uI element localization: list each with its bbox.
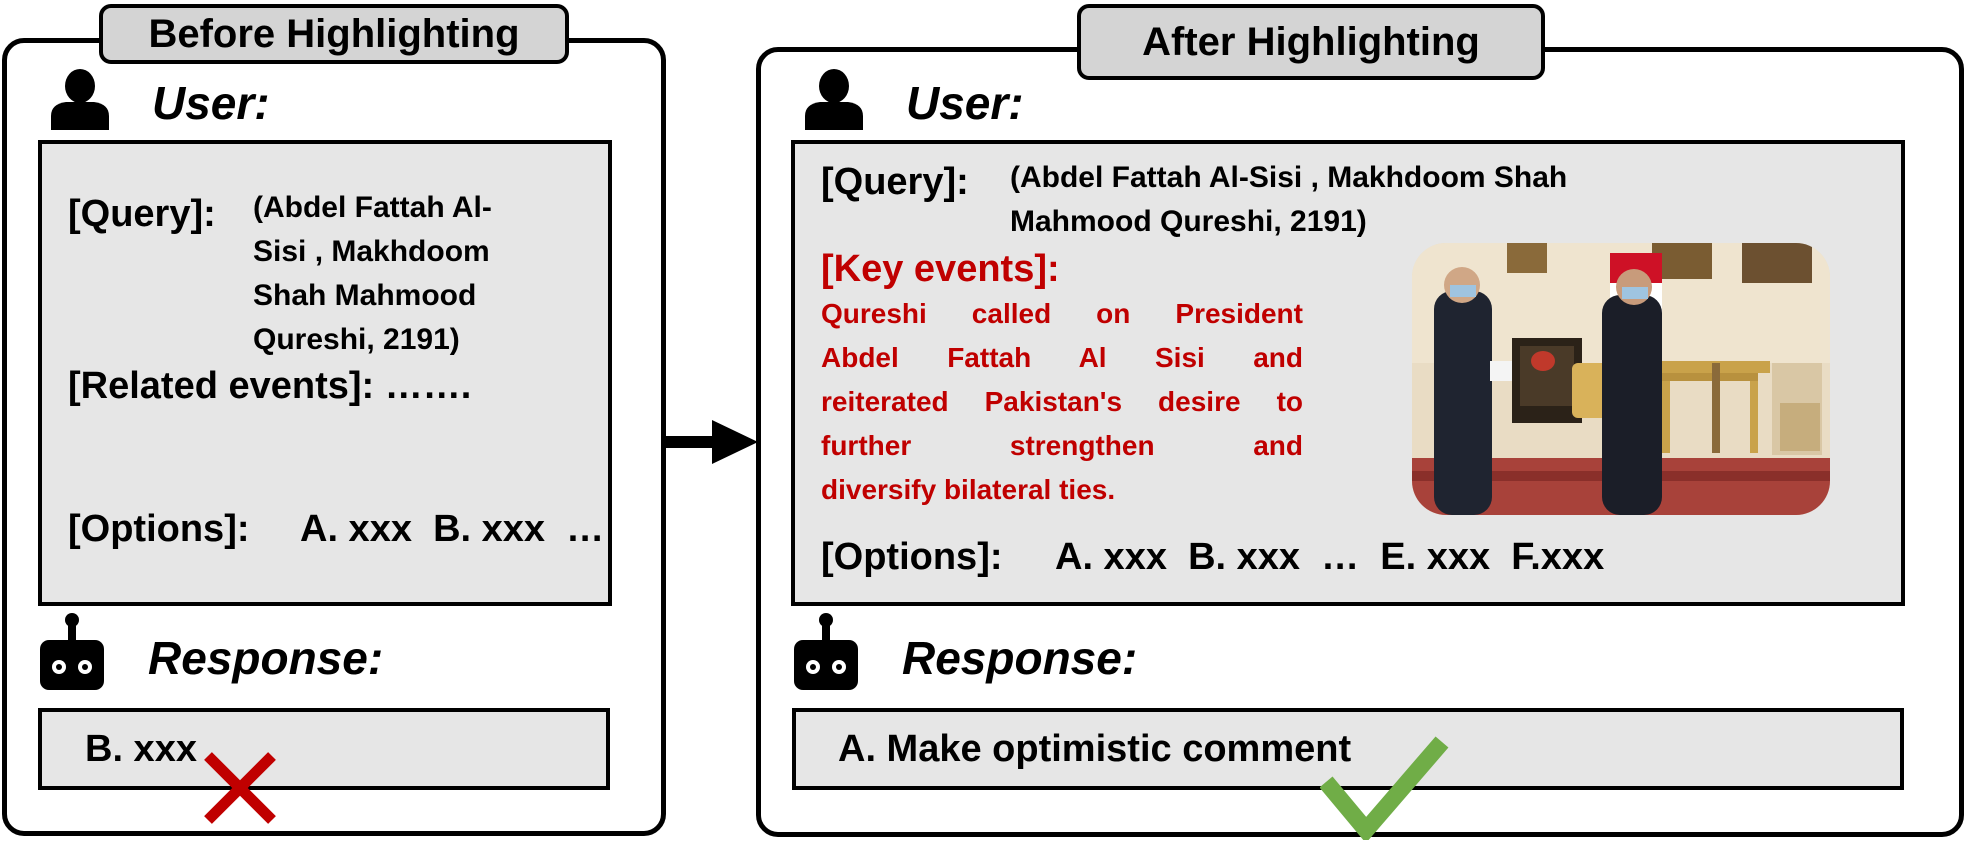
before-options-text: A. xxx B. xxx … bbox=[300, 508, 605, 550]
after-tab-title: After Highlighting bbox=[1077, 4, 1545, 80]
after-query-text: (Abdel Fattah Al-Sisi , Makhdoom Shah Ma… bbox=[1010, 156, 1567, 244]
after-response-text: A. Make optimistic comment bbox=[838, 728, 1352, 770]
before-query-line: Sisi , Makhdoom bbox=[253, 235, 490, 268]
after-query-line: (Abdel Fattah Al-Sisi , Makhdoom Shah bbox=[1010, 161, 1568, 194]
check-icon bbox=[1320, 736, 1449, 840]
after-response-box bbox=[792, 708, 1904, 790]
before-response-box bbox=[38, 708, 610, 790]
before-query-line: Qureshi, 2191) bbox=[253, 323, 460, 356]
robot-icon bbox=[794, 613, 858, 690]
before-query-box bbox=[38, 140, 612, 606]
before-query-line: (Abdel Fattah Al- bbox=[253, 191, 492, 224]
after-user-label: User: bbox=[906, 77, 1024, 129]
cross-icon bbox=[204, 752, 276, 824]
key-events-line: diversify bilateral ties. bbox=[821, 474, 1116, 505]
after-options-label: [Options]: bbox=[821, 536, 1003, 578]
before-query-line: Shah Mahmood bbox=[253, 279, 477, 312]
before-user-label: User: bbox=[152, 77, 270, 129]
key-events-line: Qureshi called on President bbox=[821, 298, 1303, 329]
key-events-text: Qureshi called on President Abdel Fattah… bbox=[821, 292, 1303, 512]
before-related-events: [Related events]: ……. bbox=[68, 365, 472, 407]
key-events-line: further strengthen and bbox=[821, 430, 1303, 461]
before-query-label: [Query]: bbox=[68, 193, 216, 235]
meeting-photo bbox=[1412, 243, 1830, 515]
before-response-text: B. xxx bbox=[85, 728, 197, 770]
before-options-label: [Options]: bbox=[68, 508, 250, 550]
before-tab-title: Before Highlighting bbox=[99, 4, 569, 64]
after-query-line: Mahmood Qureshi, 2191) bbox=[1010, 205, 1367, 238]
after-response-label: Response: bbox=[902, 632, 1138, 684]
arrow-right-icon bbox=[664, 420, 758, 464]
user-icon bbox=[51, 69, 109, 130]
key-events-line: Abdel Fattah Al Sisi and bbox=[821, 342, 1303, 373]
robot-icon bbox=[40, 613, 104, 690]
after-options-text: A. xxx B. xxx … E. xxx F.xxx bbox=[1055, 536, 1605, 578]
before-response-label: Response: bbox=[148, 632, 384, 684]
before-query-text: (Abdel Fattah Al- Sisi , Makhdoom Shah M… bbox=[253, 186, 492, 362]
key-events-label: [Key events]: bbox=[821, 248, 1060, 290]
user-icon bbox=[805, 69, 863, 130]
after-query-label: [Query]: bbox=[821, 161, 969, 203]
key-events-line: reiterated Pakistan's desire to bbox=[821, 386, 1303, 417]
